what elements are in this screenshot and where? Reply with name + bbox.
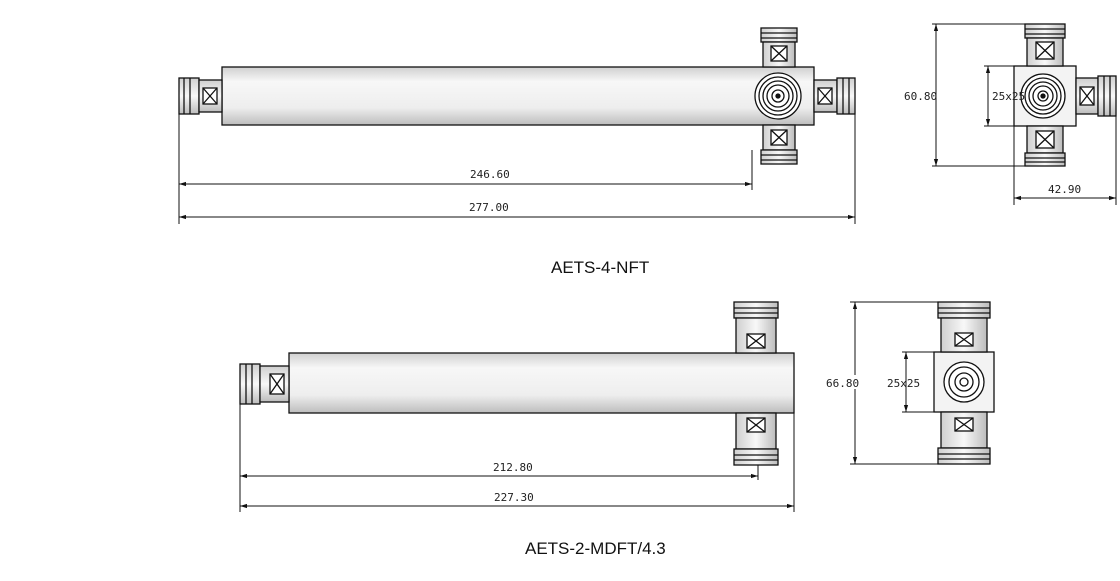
dimension-total-length-1: 277.00 <box>469 201 509 214</box>
splitter-2-way-end-view <box>933 301 995 465</box>
splitter-2-way-side-view <box>239 301 795 466</box>
splitter-4-way-end-view <box>1013 23 1117 167</box>
dimension-flange-2: 25x25 <box>887 377 920 390</box>
dimension-flange-1: 25x25 <box>992 90 1025 103</box>
label-bg <box>915 88 935 102</box>
dimension-lines-1 <box>178 114 856 224</box>
dimension-total-length-2: 227.30 <box>494 491 534 504</box>
label-bg <box>840 375 870 389</box>
dimension-width-1: 42.90 <box>1048 183 1081 196</box>
dimension-lines-2 <box>239 404 795 512</box>
caption-product-1: AETS-4-NFT <box>551 258 650 277</box>
caption-product-2: AETS-2-MDFT/4.3 <box>525 539 666 558</box>
dimension-height-2: 66.80 <box>826 377 859 390</box>
dimension-height-1: 60.80 <box>904 90 937 103</box>
dimension-inner-length-1: 246.60 <box>470 168 510 181</box>
dimension-lines-1-end <box>932 23 1117 205</box>
dimension-inner-length-2: 212.80 <box>493 461 533 474</box>
splitter-4-way-side-view <box>178 27 856 165</box>
